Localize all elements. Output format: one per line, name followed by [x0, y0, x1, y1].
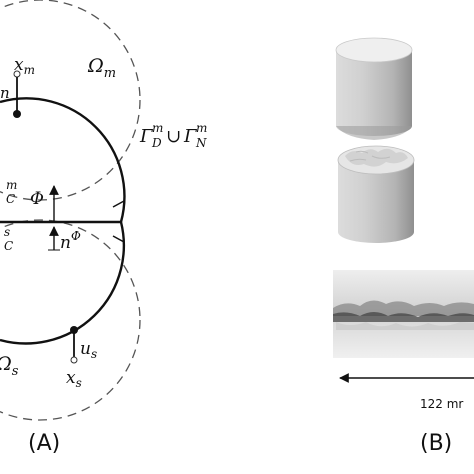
slave-point-label: xs — [66, 368, 82, 390]
slave-open-point — [70, 356, 78, 364]
slave-domain-label: Ωs — [0, 353, 19, 379]
contact-slave-label: s C — [4, 225, 13, 253]
boundary-tick-upper — [112, 200, 125, 208]
cut-letter-top: n — [0, 84, 10, 102]
svg-text:m: m — [152, 121, 163, 135]
panel-b: 122 mr (B) — [333, 37, 474, 456]
master-domain-dashed-circle — [0, 0, 141, 201]
master-boundary-curve — [0, 97, 126, 223]
panel-b-label: (B) — [420, 431, 452, 456]
slave-domain-dashed-circle — [0, 219, 141, 421]
normal-label: nΦ — [60, 229, 81, 253]
svg-text:C: C — [6, 192, 15, 206]
svg-text:m: m — [196, 121, 207, 135]
svg-text:Γ: Γ — [183, 126, 198, 147]
svg-text:s: s — [4, 225, 10, 239]
slab-cross-section — [333, 270, 474, 358]
svg-text:∪: ∪ — [166, 126, 181, 147]
upper-cylinder — [335, 37, 413, 140]
panel-a-label: (A) — [28, 431, 60, 456]
master-domain-label: Ωm — [87, 55, 116, 81]
lower-cylinder — [337, 145, 415, 243]
svg-text:D: D — [151, 136, 162, 150]
master-filled-point — [13, 110, 21, 118]
contact-master-label: m C — [6, 178, 17, 206]
dimension-label: 122 mr — [420, 397, 463, 411]
master-point-label: xm — [14, 55, 35, 77]
boundary-condition-label: Γ m D ∪ Γ m N — [139, 121, 207, 150]
svg-text:C: C — [4, 239, 13, 253]
displacement-label: us — [80, 339, 97, 361]
svg-text:Γ: Γ — [139, 126, 154, 147]
phi-label: Φ — [30, 189, 44, 209]
svg-text:m: m — [6, 178, 17, 192]
panel-a: xm n Ωm Γ m D ∪ Γ m N m C Φ s C nΦ us xs… — [0, 0, 207, 456]
svg-text:N: N — [195, 136, 207, 150]
boundary-tick-lower — [112, 235, 125, 243]
slave-boundary-curve — [0, 221, 126, 345]
